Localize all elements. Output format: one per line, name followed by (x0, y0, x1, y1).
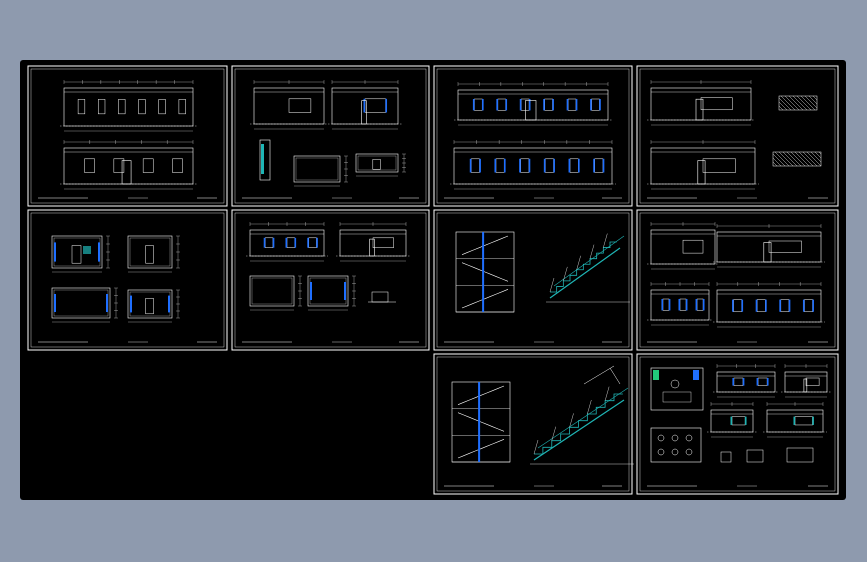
sheet-4 (636, 65, 839, 207)
sheet-3 (433, 65, 633, 207)
sheet-8 (636, 209, 839, 351)
drawing-canvas[interactable] (20, 60, 846, 500)
sheet-10 (636, 353, 839, 495)
sheet-6 (231, 209, 430, 351)
sheet-5 (27, 209, 228, 351)
sheet-7 (433, 209, 633, 351)
sheet-1 (27, 65, 228, 207)
sheet-2 (231, 65, 430, 207)
cad-layout-svg (27, 65, 839, 495)
sheet-9 (433, 353, 634, 495)
